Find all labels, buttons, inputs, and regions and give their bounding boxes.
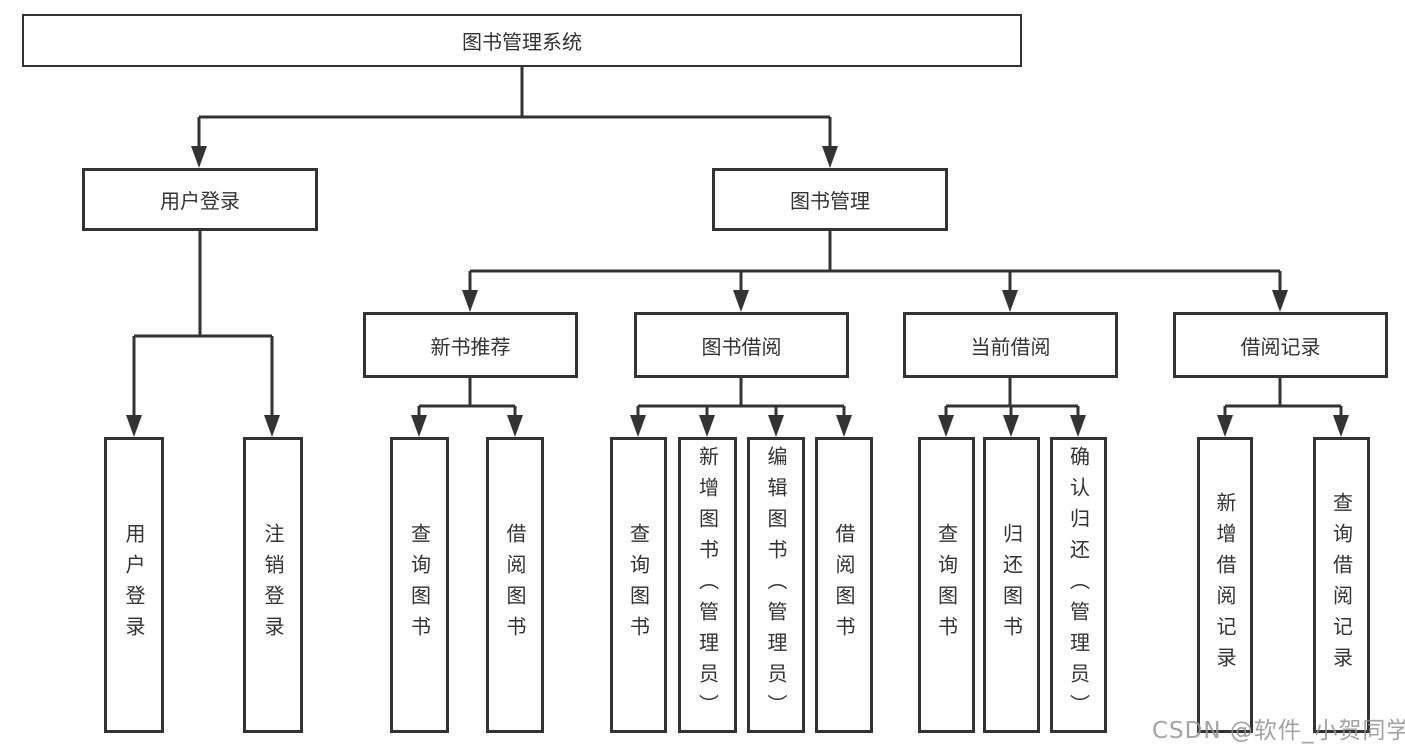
leaf-confirm-return-admin: 确认归还（管理员） (1050, 437, 1107, 733)
leaf-add-borrow-record: 新增借阅记录 (1197, 437, 1253, 733)
node-current-borrowing: 当前借阅 (903, 312, 1118, 378)
node-new-book-recommend: 新书推荐 (363, 312, 578, 378)
leaf-query-books-current: 查询图书 (918, 437, 975, 733)
leaf-add-books-admin: 新增图书（管理员） (678, 437, 737, 733)
node-library-management-system: 图书管理系统 (22, 14, 1022, 67)
leaf-query-borrow-record: 查询借阅记录 (1313, 437, 1370, 733)
csdn-watermark: CSDN @软件_小贺同学 (1152, 718, 1405, 744)
leaf-borrow-books: 借阅图书 (815, 437, 873, 733)
leaf-borrow-books-recommend: 借阅图书 (486, 437, 544, 733)
leaf-return-books: 归还图书 (983, 437, 1040, 733)
leaf-query-books-borrowing: 查询图书 (610, 437, 667, 733)
leaf-logout: 注销登录 (243, 437, 303, 733)
node-user-login: 用户登录 (82, 168, 318, 231)
node-borrowing-records: 借阅记录 (1173, 312, 1388, 378)
leaf-edit-books-admin: 编辑图书（管理员） (747, 437, 805, 733)
node-book-management: 图书管理 (712, 168, 948, 231)
leaf-query-books-recommend: 查询图书 (390, 437, 449, 733)
leaf-user-login: 用户登录 (104, 437, 164, 733)
node-book-borrowing: 图书借阅 (634, 312, 849, 378)
